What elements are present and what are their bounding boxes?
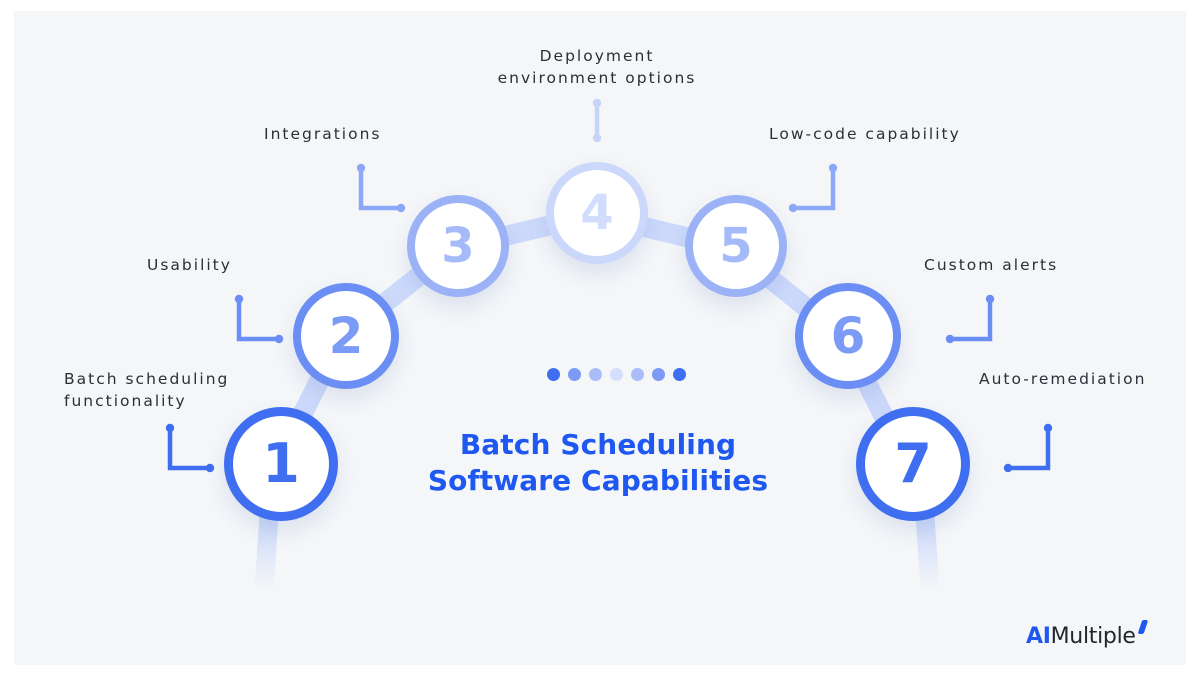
connector-integrations [356, 163, 406, 213]
node-1[interactable]: 1 [224, 407, 338, 521]
logo-text: Multiple [1050, 624, 1136, 649]
node-6-number: 6 [830, 307, 866, 365]
node-7[interactable]: 7 [856, 407, 970, 521]
decorative-dot [673, 368, 686, 381]
node-1-number: 1 [262, 432, 300, 495]
arch-tail-right [915, 515, 940, 590]
node-4-number: 4 [580, 185, 614, 241]
node-2[interactable]: 2 [293, 283, 399, 389]
aimultiple-logo[interactable]: AIMultiple [1026, 620, 1148, 649]
node-5-number: 5 [719, 218, 753, 274]
label-integrations: Integrations [264, 125, 382, 143]
node-3-number: 3 [441, 218, 475, 274]
decorative-dot [589, 368, 602, 381]
connector-deployment [592, 98, 602, 143]
infographic-inner: 1 2 3 4 5 6 7 Batch scheduling functiona… [14, 11, 1186, 665]
node-6[interactable]: 6 [795, 283, 901, 389]
label-batch-scheduling-functionality: Batch scheduling functionality [64, 370, 230, 411]
decorative-dot [568, 368, 581, 381]
connector-batch-scheduling [165, 423, 215, 473]
connector-custom-alerts [945, 294, 995, 344]
label-low-code-capability: Low-code capability [769, 125, 961, 143]
decorative-dot-row [547, 368, 686, 381]
connector-auto-remediation [1003, 423, 1053, 473]
label-custom-alerts: Custom alerts [924, 256, 1059, 274]
label-deployment-environment-options: Deployment environment options [497, 47, 697, 88]
node-2-number: 2 [328, 307, 364, 365]
connector-low-code [788, 163, 838, 213]
label-auto-remediation: Auto-remediation [979, 370, 1147, 388]
node-4[interactable]: 4 [546, 162, 648, 264]
label-usability: Usability [147, 256, 232, 274]
connector-layer [165, 98, 1053, 590]
decorative-dot [547, 368, 560, 381]
decorative-dot [631, 368, 644, 381]
node-5[interactable]: 5 [685, 195, 787, 297]
decorative-dot [652, 368, 665, 381]
logo-accent-text: AI [1026, 624, 1051, 649]
node-3[interactable]: 3 [407, 195, 509, 297]
decorative-dot [610, 368, 623, 381]
node-7-number: 7 [894, 432, 932, 495]
arch-tail-left [254, 515, 279, 590]
page-title: Batch Scheduling Software Capabilities [427, 428, 769, 497]
connector-usability [234, 294, 284, 344]
